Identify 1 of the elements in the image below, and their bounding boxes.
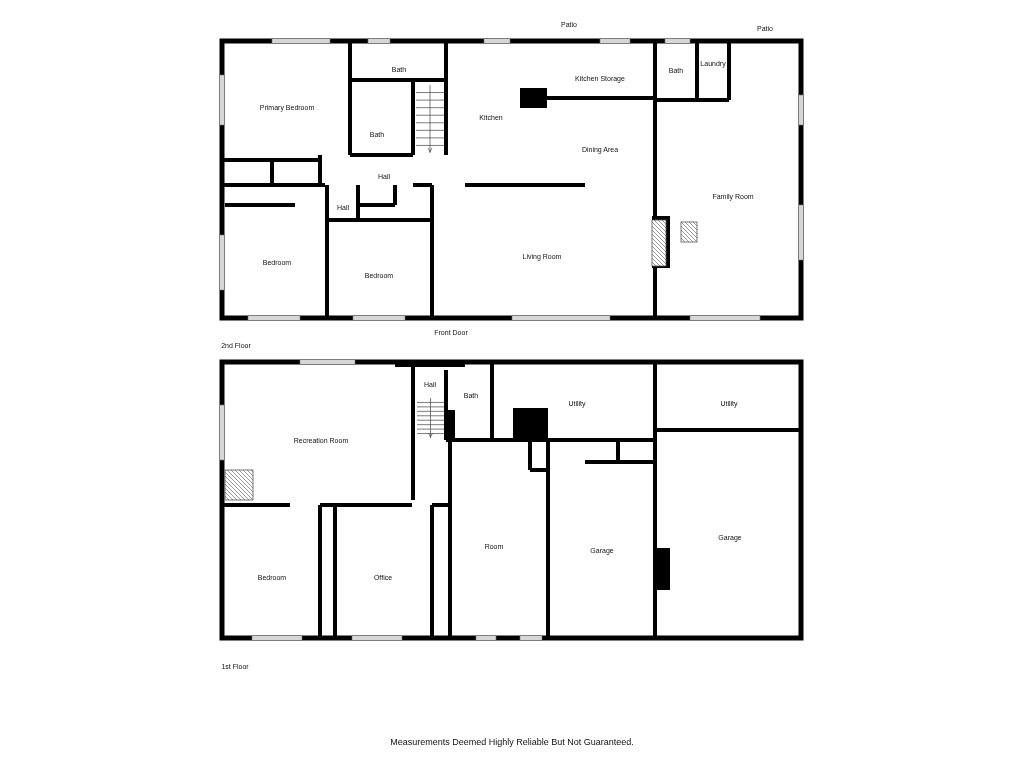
caption: Measurements Deemed Highly Reliable But Not Guaranteed. [390,737,634,747]
